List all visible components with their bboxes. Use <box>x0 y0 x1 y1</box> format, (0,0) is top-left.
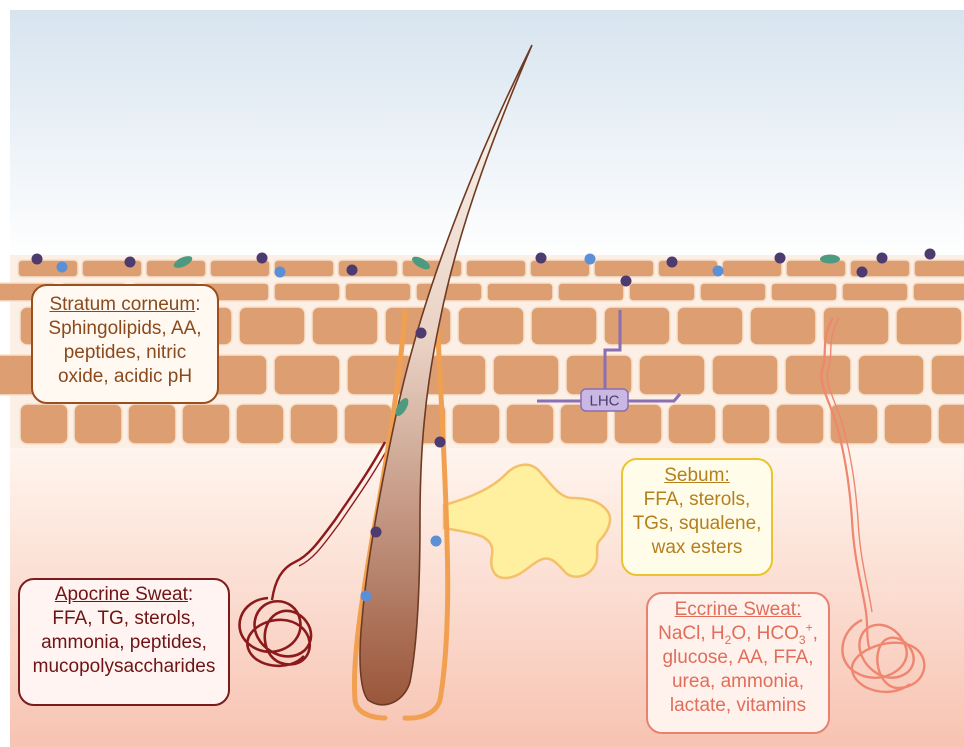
stratum-line-1: Sphingolipids, AA, <box>33 317 217 341</box>
skin-cell <box>239 307 305 345</box>
eccrine-comma: , <box>813 623 818 644</box>
dark-microbe-icon <box>925 249 936 260</box>
dark-microbe-icon <box>667 257 678 268</box>
skin-cell <box>629 283 695 301</box>
skin-cell <box>712 355 778 395</box>
skin-cell <box>345 283 411 301</box>
skin-cell <box>531 307 597 345</box>
eccrine-line-2: glucose, AA, FFA, <box>648 646 828 670</box>
skin-cell <box>506 404 554 444</box>
stratum-line-2: peptides, nitric <box>33 341 217 365</box>
skin-cell <box>639 355 705 395</box>
blue-microbe-icon <box>57 262 68 273</box>
skin-cell <box>604 307 670 345</box>
skin-cell <box>823 307 889 345</box>
dark-microbe-icon <box>621 276 632 287</box>
eccrine-sweat-box: Eccrine Sweat: NaCl, H2O, HCO3+, glucose… <box>646 592 830 734</box>
apocrine-line-3: mucopolysaccharides <box>20 655 228 679</box>
blue-microbe-icon <box>585 254 596 265</box>
skin-cell <box>274 355 340 395</box>
skin-cell <box>677 307 743 345</box>
eccrine-line-3: urea, ammonia, <box>648 670 828 694</box>
skin-cell <box>452 404 500 444</box>
apocrine-sweat-box: Apocrine Sweat: FFA, TG, sterols, ammoni… <box>18 578 230 706</box>
apocrine-title: Apocrine Sweat <box>55 584 188 605</box>
stratum-corneum-box: Stratum corneum: Sphingolipids, AA, pept… <box>31 284 219 404</box>
dark-microbe-icon <box>32 254 43 265</box>
lhc-label: LHC <box>589 393 619 410</box>
dark-microbe-icon <box>435 437 446 448</box>
skin-cell <box>938 404 964 444</box>
skin-cell <box>913 283 964 301</box>
skin-cell <box>896 307 962 345</box>
eccrine-line-4: lactate, vitamins <box>648 694 828 718</box>
skin-cell <box>128 404 176 444</box>
blue-microbe-icon <box>713 266 724 277</box>
skin-cell <box>312 307 378 345</box>
skin-cell <box>884 404 932 444</box>
skin-cell <box>668 404 716 444</box>
skin-cell <box>785 355 851 395</box>
skin-cell <box>722 260 782 277</box>
skin-cell <box>458 307 524 345</box>
skin-cell <box>722 404 770 444</box>
skin-cell <box>20 404 68 444</box>
sebum-box: Sebum: FFA, sterols, TGs, squalene, wax … <box>621 458 773 576</box>
skin-cell <box>466 260 526 277</box>
skin-cell <box>493 355 559 395</box>
dark-microbe-icon <box>877 253 888 264</box>
skin-cell <box>786 260 846 277</box>
skin-cell <box>931 355 964 395</box>
skin-cell <box>776 404 824 444</box>
skin-cell <box>558 283 624 301</box>
stratum-corneum-colon: : <box>195 294 200 315</box>
eccrine-title: Eccrine Sweat: <box>675 599 802 620</box>
stratum-line-3: oxide, acidic pH <box>33 365 217 389</box>
dark-microbe-icon <box>125 257 136 268</box>
eccrine-line-1: NaCl, H2O, HCO3+, <box>648 622 828 646</box>
sebum-line-2: TGs, squalene, <box>623 512 771 536</box>
dark-microbe-icon <box>775 253 786 264</box>
skin-cell <box>74 404 122 444</box>
dark-microbe-icon <box>416 328 427 339</box>
skin-cell <box>914 260 964 277</box>
skin-cell <box>416 283 482 301</box>
skin-cell <box>594 260 654 277</box>
rod-microbe-icon <box>820 255 840 264</box>
dark-microbe-icon <box>857 267 868 278</box>
sebum-title: Sebum: <box>664 465 729 486</box>
dark-microbe-icon <box>371 527 382 538</box>
skin-cell <box>771 283 837 301</box>
sebum-line-3: wax esters <box>623 536 771 560</box>
sebum-line-1: FFA, sterols, <box>623 488 771 512</box>
skin-cell <box>18 260 78 277</box>
skin-cell <box>700 283 766 301</box>
apocrine-line-2: ammonia, peptides, <box>20 631 228 655</box>
apocrine-colon: : <box>188 584 193 605</box>
skin-cell <box>182 404 230 444</box>
dark-microbe-icon <box>257 253 268 264</box>
sky-background <box>10 10 964 260</box>
blue-microbe-icon <box>275 267 286 278</box>
skin-cell <box>487 283 553 301</box>
eccrine-hco3-superscript: + <box>806 621 813 635</box>
skin-cell <box>274 283 340 301</box>
skin-cell <box>344 404 392 444</box>
skin-cell <box>858 355 924 395</box>
eccrine-hco3-text: O, HCO <box>731 623 799 644</box>
skin-cell <box>236 404 284 444</box>
dark-microbe-icon <box>347 265 358 276</box>
skin-cell <box>290 404 338 444</box>
dark-microbe-icon <box>536 253 547 264</box>
stratum-corneum-title: Stratum corneum <box>49 294 195 315</box>
skin-cell <box>750 307 816 345</box>
apocrine-line-1: FFA, TG, sterols, <box>20 607 228 631</box>
blue-microbe-icon <box>431 536 442 547</box>
blue-microbe-icon <box>361 591 372 602</box>
skin-cell <box>842 283 908 301</box>
eccrine-nacl-text: NaCl, H <box>658 623 725 644</box>
eccrine-hco3-subscript: 3 <box>799 633 806 647</box>
